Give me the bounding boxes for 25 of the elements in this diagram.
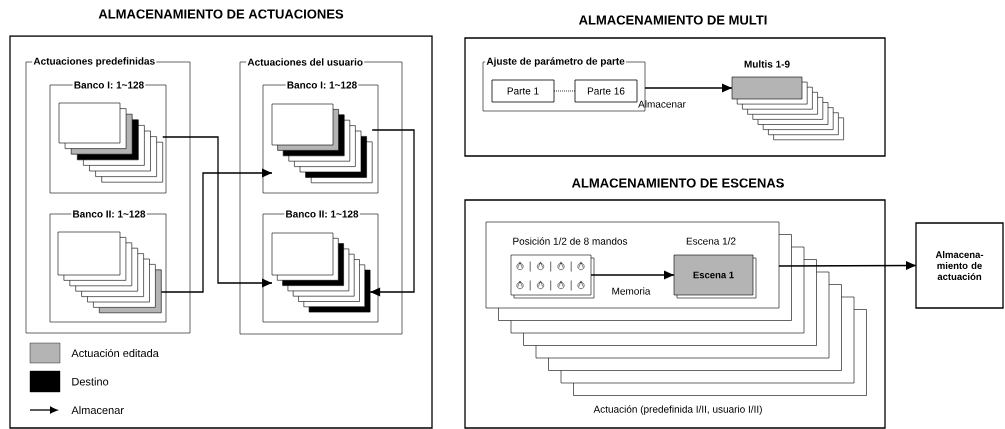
arrow: [160, 168, 273, 293]
card-stack: [271, 232, 371, 313]
node-label: Escena 1/2: [686, 237, 736, 245]
process-box: Almacena- miento de actuación: [915, 222, 1004, 309]
node-label: ALMACENAMIENTO DE ESCENAS: [571, 178, 784, 188]
node-label: ALMACENAMIENTO DE ACTUACIONES: [98, 9, 344, 19]
card-stack: [57, 231, 162, 314]
card-stack: [271, 103, 373, 184]
arrow: [369, 129, 415, 297]
node-label: ALMACENAMIENTO DE MULTI: [578, 15, 767, 25]
arrow: [590, 270, 675, 280]
legend-text: Destino: [72, 377, 109, 386]
arrow: [644, 83, 733, 93]
arrow: [778, 261, 917, 271]
scene-box: Escena 1/2 Escena 1: [673, 237, 757, 299]
part-box: Parte 1: [491, 79, 555, 103]
legend-text: Actuación editada: [71, 348, 159, 358]
part-box: Parte 16: [574, 79, 638, 103]
legend-text: Almacenar: [71, 405, 124, 415]
edge-label: Memoria: [612, 287, 651, 295]
card-stack: Multis 1-9: [731, 60, 844, 141]
node-label: Multis 1-9: [744, 60, 790, 68]
caption-text: Actuación (predefinida I/II, usuario I/II): [593, 405, 762, 415]
card-stack: [58, 102, 163, 183]
arrow: [162, 136, 273, 288]
